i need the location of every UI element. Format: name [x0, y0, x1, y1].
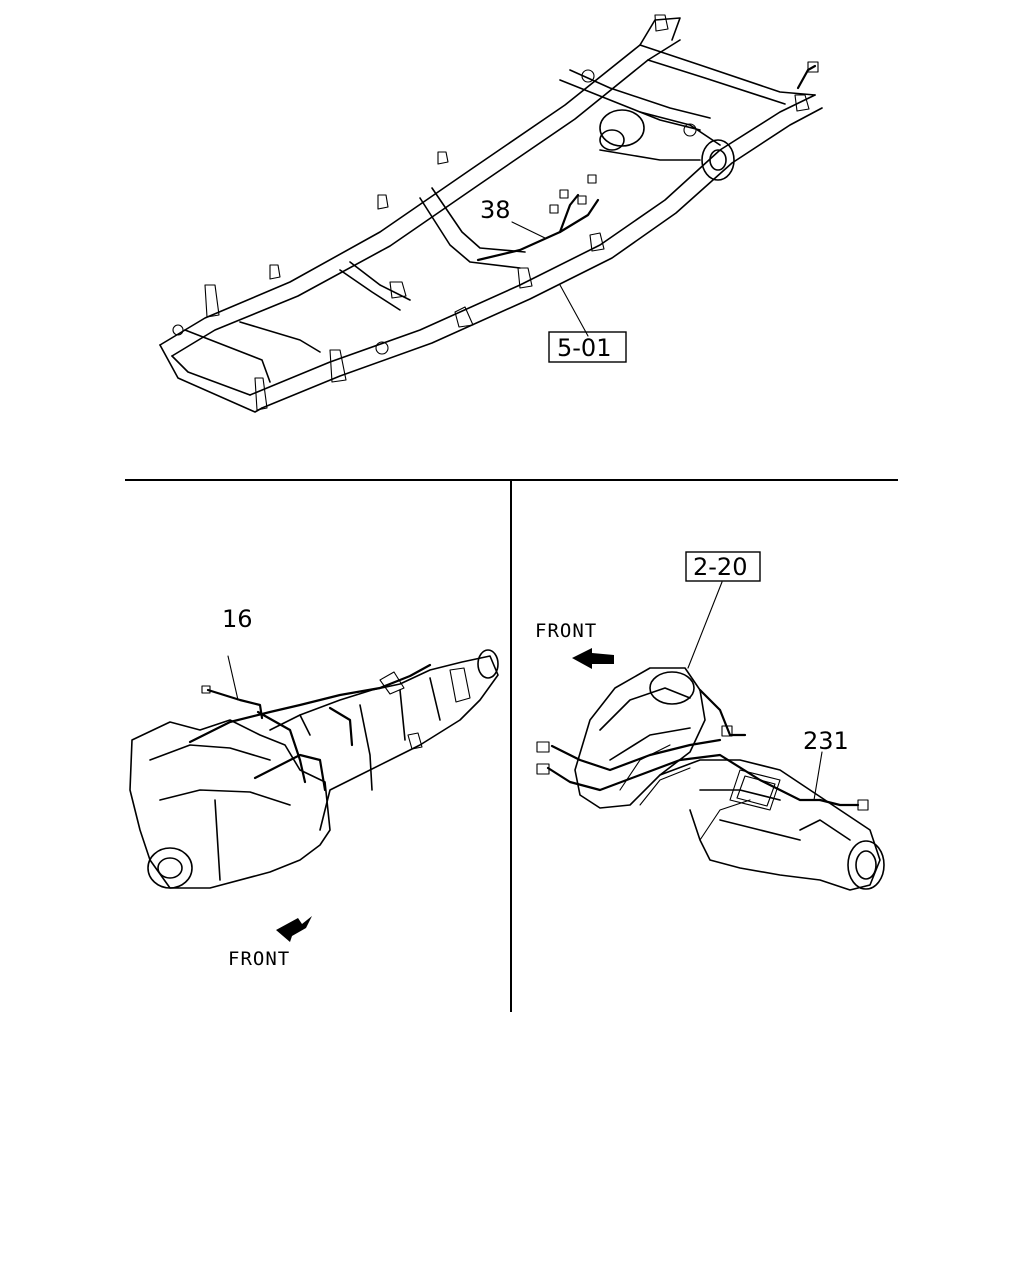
- callout-16: 16: [222, 605, 253, 633]
- reference-label-5-01: 5-01: [557, 334, 611, 362]
- transmission-assembly: [536, 581, 885, 891]
- chassis-frame: [159, 14, 823, 413]
- front-label-left: FRONT: [228, 948, 290, 970]
- callout-38: 38: [480, 196, 511, 224]
- callout-231: 231: [803, 727, 849, 755]
- front-arrow-left-icon: [276, 916, 312, 942]
- reference-box-5-01[interactable]: 5-01: [548, 331, 627, 363]
- reference-box-2-20[interactable]: 2-20: [685, 551, 761, 582]
- front-label-right: FRONT: [535, 620, 597, 642]
- engine-assembly: [129, 649, 499, 889]
- reference-label-2-20: 2-20: [693, 553, 747, 581]
- front-arrow-right-icon: [572, 648, 614, 669]
